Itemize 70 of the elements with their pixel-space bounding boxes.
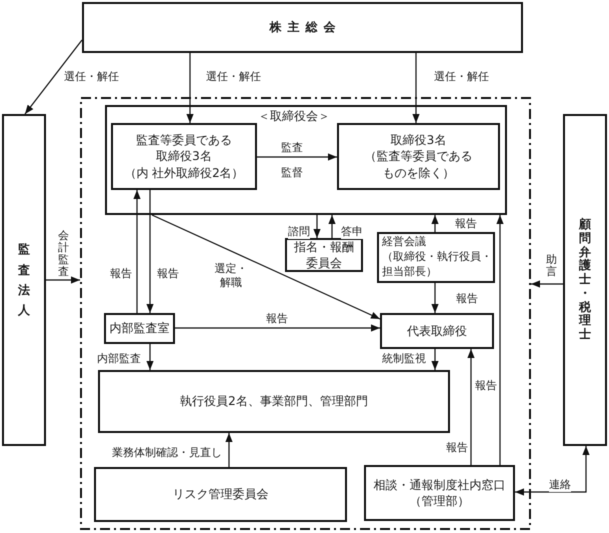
- arrow: [175, 324, 380, 332]
- edge-label: 選任・解任: [64, 70, 119, 84]
- node-label: （取締役・執行役員・担当部長）: [382, 250, 493, 280]
- node-label: リスク管理委員会: [172, 486, 268, 503]
- double-arrow: [515, 446, 590, 496]
- arrow: [146, 344, 154, 370]
- arrow: [431, 283, 439, 313]
- process-box: [94, 467, 347, 522]
- arrow: [257, 153, 337, 161]
- group-frame: [105, 105, 507, 215]
- edge-label: 諮問: [288, 225, 310, 240]
- edge-label: 答申: [341, 225, 363, 240]
- process-box: [377, 232, 495, 283]
- edge-label: 報告: [446, 441, 468, 456]
- arrow: [328, 215, 336, 238]
- edge-label: 業務体制確認・見直し: [112, 446, 222, 460]
- arrow: [496, 215, 504, 465]
- edge-label: 報告: [475, 379, 497, 394]
- arrow: [152, 214, 380, 320]
- node-label: （監査等委員であるものを除く）: [363, 148, 474, 181]
- node-label: 顧問弁護士・税理士: [579, 218, 591, 342]
- arrow: [24, 40, 82, 114]
- side-box: [563, 114, 607, 446]
- arrow: [146, 190, 154, 313]
- edge-label: 助言: [546, 254, 557, 278]
- dash-dot-frame: [80, 97, 531, 530]
- node-label: 株主総会: [270, 19, 342, 36]
- edge-label: 報告: [157, 267, 179, 282]
- arrow: [412, 53, 420, 123]
- edge-label: 統制監視: [382, 352, 426, 366]
- arrow: [313, 215, 321, 238]
- process-box: [98, 370, 450, 433]
- group-heading: ＜取締役会＞: [258, 109, 330, 124]
- process-box: [104, 313, 175, 344]
- edge-label: 報告: [455, 217, 477, 232]
- edge-label: 監査: [281, 141, 303, 156]
- node-label: 監査等委員である取締役3名: [134, 132, 233, 165]
- arrow: [467, 349, 475, 465]
- process-box: [111, 123, 257, 190]
- arrow-caption: 監督: [281, 166, 303, 180]
- node-label: 取締役3名: [390, 132, 446, 148]
- process-box: [380, 313, 494, 349]
- arrow: [431, 215, 439, 232]
- arrow: [46, 276, 80, 284]
- node-label: 経営会議: [382, 235, 426, 250]
- edge-label: 連絡: [549, 478, 571, 492]
- edge-label: 会計監査: [58, 230, 69, 278]
- side-box: [2, 114, 46, 446]
- node-label: 代表取締役: [407, 322, 467, 340]
- process-box: [337, 123, 500, 190]
- arrow: [531, 280, 563, 288]
- arrow: [133, 190, 141, 313]
- meeting-box: [82, 2, 523, 53]
- node-label: 監査法人: [18, 241, 30, 320]
- node-label: （内 社外取締役2名）: [124, 164, 244, 181]
- edge-label: 報告: [110, 267, 132, 282]
- arrow: [431, 349, 439, 370]
- node-label: 相談・通報制度社内窓口（管理部）: [372, 476, 506, 510]
- process-box: [285, 238, 363, 272]
- edge-label: 選任・解任: [206, 70, 261, 84]
- edge-label: 報告: [456, 292, 478, 306]
- arrow: [225, 433, 233, 467]
- arrow: [186, 53, 194, 123]
- edge-label: 報告: [266, 312, 288, 326]
- node-label: 執行役員2名、事業部門、管理部門: [180, 393, 368, 410]
- process-box: [364, 465, 515, 521]
- node-label: 指名・報酬委員会: [293, 238, 355, 272]
- edge-label: 選任・解任: [434, 70, 489, 84]
- edge-label: 内部監査: [97, 352, 141, 366]
- node-label: 内部監査室: [110, 320, 170, 337]
